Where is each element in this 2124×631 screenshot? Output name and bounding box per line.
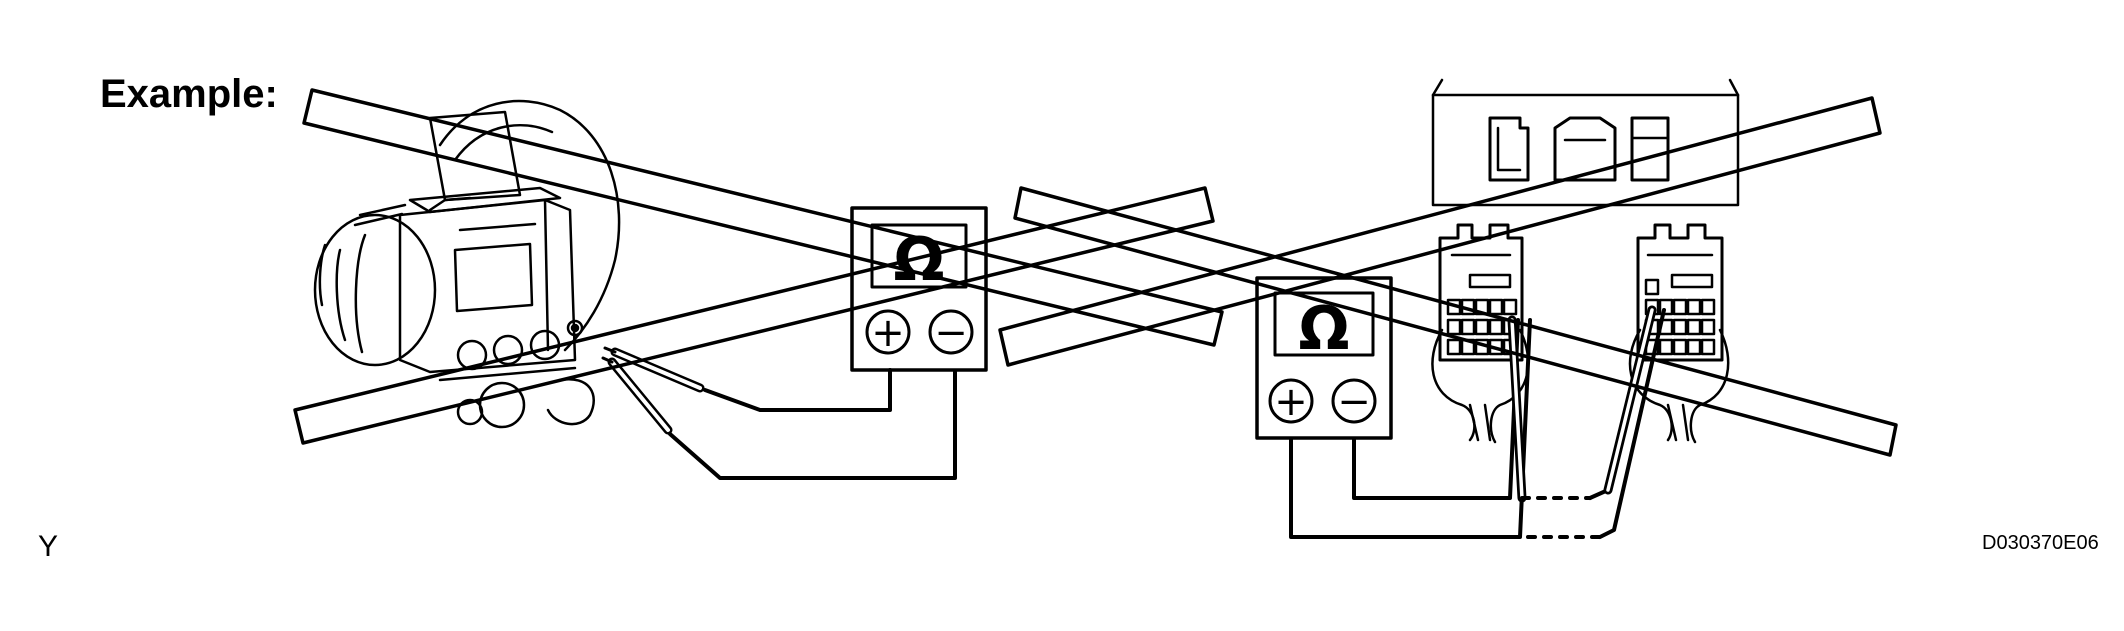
example-label: Example: [100, 72, 278, 116]
right-probe-leads [1289, 305, 1666, 539]
ohmmeter-right-display [1273, 291, 1375, 357]
ohmmeter-right-ohm-icon: Ω [1298, 294, 1349, 364]
ohmmeter-left-minus-terminal [928, 309, 974, 355]
ohmmeter-right-case [1255, 276, 1393, 440]
blower-motor-assembly-drawing [313, 99, 621, 429]
ohmmeter-left-plus-terminal [865, 309, 911, 355]
ohmmeter-right-plus-icon: + [1274, 379, 1308, 425]
ohmmeter-left-minus-icon: − [934, 310, 968, 356]
corner-letter: Y [38, 530, 59, 563]
prohibited-cross-left [293, 88, 1224, 445]
ohmmeter-right-minus-icon: − [1337, 379, 1371, 425]
ohmmeter-left-display [870, 223, 968, 289]
ohmmeter-right-minus-terminal [1331, 378, 1377, 424]
prohibited-cross-right [998, 96, 1898, 457]
connector-front-view [1431, 78, 1740, 207]
ohmmeter-right-plus-terminal [1268, 378, 1314, 424]
ohmmeter-left: Ω + − [850, 206, 988, 372]
figure-code: D030370E06 [1982, 532, 2099, 554]
ohmmeter-left-plus-icon: + [871, 310, 905, 356]
left-probe-leads [601, 346, 957, 480]
